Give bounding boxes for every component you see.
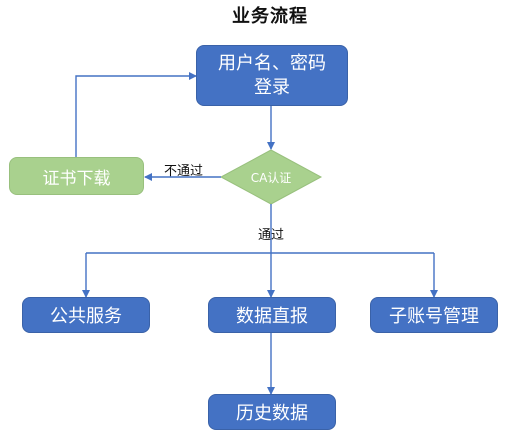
public-service-node: 公共服务 [22, 297, 150, 333]
ca-decision-label: CA认证 [250, 171, 292, 185]
login-node-line2: 登录 [254, 76, 290, 98]
cert-download-label: 证书下载 [42, 168, 111, 189]
login-node-line1: 用户名、密码 [218, 52, 326, 74]
fail-edge-label: 不通过 [164, 164, 204, 179]
pass-edge-label: 通过 [258, 228, 285, 243]
cert-download-node: 证书下载 [9, 157, 144, 195]
sub-account-node: 子账号管理 [370, 297, 498, 333]
public-service-label: 公共服务 [50, 306, 122, 327]
history-data-label: 历史数据 [236, 403, 308, 424]
direct-report-node: 数据直报 [208, 297, 336, 333]
direct-report-label: 数据直报 [236, 306, 308, 327]
sub-account-label: 子账号管理 [389, 306, 479, 327]
history-data-node: 历史数据 [208, 394, 336, 430]
diagram-title: 业务流程 [232, 6, 308, 27]
arrow-cert-download-to-login [75, 72, 197, 157]
login-node: 用户名、密码 登录 [196, 45, 348, 106]
